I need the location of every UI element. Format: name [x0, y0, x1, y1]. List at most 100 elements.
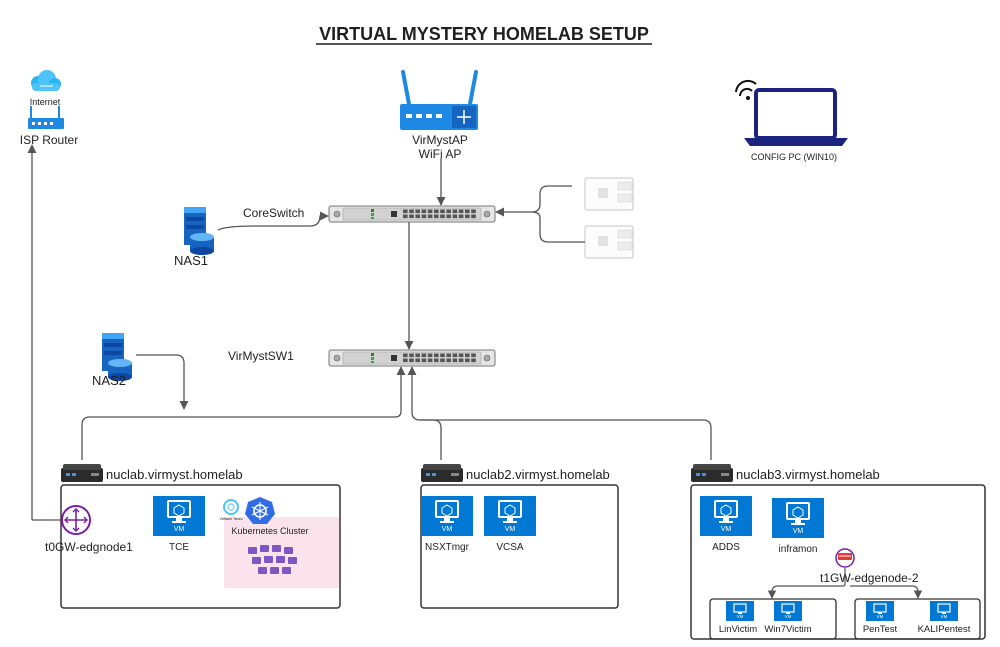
nuc2-label: nuclab2.virmyst.homelab	[466, 467, 610, 482]
nuc1-edgenode-label: t0GW-edgnode1	[45, 540, 133, 554]
switch-port	[446, 358, 451, 363]
nas1-server-icon	[184, 207, 214, 255]
nuc2-device-icon	[421, 464, 463, 482]
page-title: VIRTUAL MYSTERY HOMELAB SETUP	[319, 24, 649, 44]
vm-vcsa-label: VCSA	[496, 542, 524, 553]
sw1-switch-ports	[403, 353, 476, 363]
core-switch-icon	[328, 205, 496, 223]
switch-port	[415, 209, 420, 214]
switch-port	[440, 353, 445, 358]
nuc3-device-icon	[691, 464, 733, 482]
internet-label: Internet	[30, 97, 61, 107]
switch-port	[446, 353, 451, 358]
tanzu-icon	[223, 499, 239, 515]
laptop-icon	[735, 79, 848, 146]
core-switch-ports	[403, 209, 476, 219]
vm-linvictim-label: LinVictim	[719, 624, 757, 635]
nuc3-edgenode-label: t1GW-edgenode-2	[820, 571, 919, 585]
switch-port	[427, 209, 433, 214]
kubernetes-icon	[245, 497, 275, 524]
switch-port	[446, 209, 451, 214]
vm-badge: VM	[877, 614, 884, 619]
switch-port	[427, 358, 433, 363]
vm-badge: VM	[737, 614, 744, 619]
switch-port	[471, 358, 476, 363]
switch-port	[471, 209, 476, 214]
vm-adds-label: ADDS	[712, 542, 740, 553]
switch-port	[471, 214, 476, 219]
nuc3-host-box	[690, 484, 986, 640]
switch-port	[452, 353, 458, 358]
switch-port	[446, 214, 451, 219]
config-pc-label: CONFIG PC (WIN10)	[751, 152, 837, 162]
switch-port	[415, 214, 420, 219]
vm-pentest-label: PenTest	[863, 624, 898, 635]
vm-badge: VM	[941, 614, 948, 619]
switch-port	[440, 214, 445, 219]
vm-badge: VM	[505, 526, 516, 533]
connector-lines	[27, 144, 712, 520]
switch-port	[465, 214, 470, 219]
isp-router-icon	[28, 106, 64, 129]
vm-badge: VM	[174, 526, 185, 533]
switch-port	[415, 353, 420, 358]
vm-tce-label: TCE	[169, 542, 189, 553]
k8s-cluster-label: Kubernetes Cluster	[231, 526, 308, 536]
switch-port	[465, 353, 470, 358]
switch-port	[403, 353, 408, 358]
nuc1-host-box	[60, 484, 341, 609]
switch-port	[452, 214, 458, 219]
k8s-cluster-area	[224, 517, 339, 588]
switch-port	[421, 209, 427, 214]
vm-badge: VM	[721, 526, 732, 533]
pentest-group-box	[854, 598, 981, 640]
edge-router-icon	[61, 505, 91, 535]
nuc3-label: nuclab3.virmyst.homelab	[736, 467, 880, 482]
wifi-ap-label-line2: WiFi AP	[419, 147, 462, 161]
nuc1-device-icon	[61, 464, 103, 482]
switch-port	[434, 214, 439, 219]
switch-port	[427, 214, 433, 219]
vm-badge: VM	[442, 526, 453, 533]
switch-port	[421, 214, 427, 219]
switch-port	[458, 214, 464, 219]
nuc1-label: nuclab.virmyst.homelab	[106, 467, 243, 482]
sw1-switch-icon	[328, 349, 496, 367]
nas2-label: NAS2	[92, 373, 126, 388]
switch-port	[434, 209, 439, 214]
cloud-icon	[31, 70, 61, 91]
switch-port	[415, 358, 420, 363]
switch-port	[465, 209, 470, 214]
switch-port	[403, 209, 408, 214]
switch-port	[409, 209, 414, 214]
switch-port	[421, 358, 427, 363]
victim-group-box	[709, 598, 837, 640]
switch-port	[403, 358, 408, 363]
switch-port	[434, 358, 439, 363]
vm-badge: VM	[785, 614, 792, 619]
switch-port	[458, 209, 464, 214]
switch-port	[409, 214, 414, 219]
switch-port	[409, 358, 414, 363]
k8s-pods-icon	[248, 545, 297, 574]
switch-port	[465, 358, 470, 363]
raspberry-pi-icon	[584, 225, 634, 259]
t1-edge-router-icon	[835, 548, 855, 568]
t1-connector-lines	[767, 568, 923, 599]
tanzu-label: VMware Tanzu	[219, 517, 242, 521]
switch-port	[471, 353, 476, 358]
switch-port	[434, 353, 439, 358]
nas1-label: NAS1	[174, 253, 208, 268]
vm-badge: VM	[793, 528, 804, 535]
vm-win7victim-label: Win7Victim	[764, 624, 811, 635]
switch-port	[409, 353, 414, 358]
vm-inframon-label: inframon	[779, 544, 818, 555]
switch-port	[452, 358, 458, 363]
raspberry-pi-icon	[584, 177, 634, 211]
switch-port	[427, 353, 433, 358]
isp-router-label: ISP Router	[20, 133, 78, 147]
switch-port	[421, 353, 427, 358]
vm-kalipentest-label: KALIPentest	[918, 624, 971, 635]
wifi-ap-icon	[400, 70, 478, 130]
